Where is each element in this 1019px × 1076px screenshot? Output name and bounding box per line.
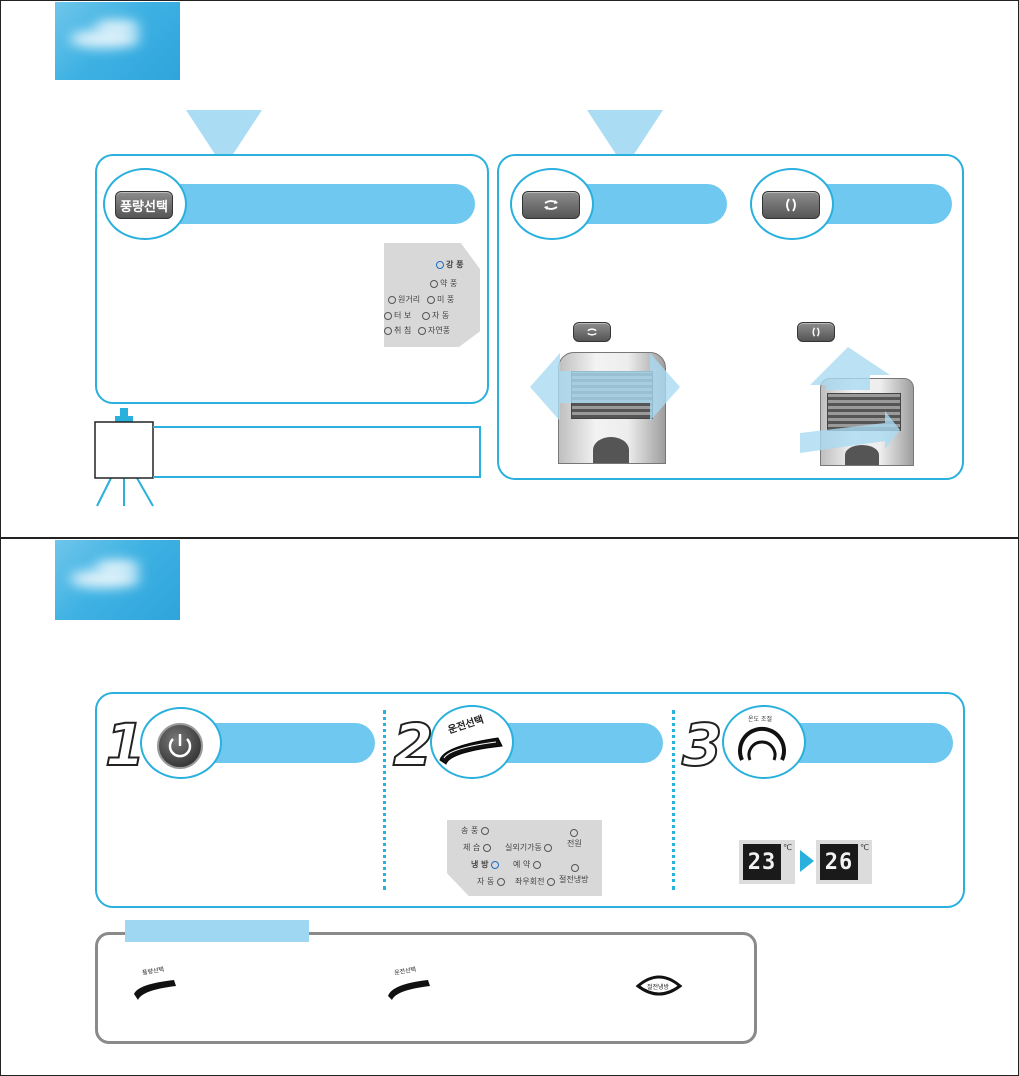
- fan-speed-panel: 강 풍 약 풍 원거리 미 풍 터 보 자 동 취 침 자연풍: [384, 243, 480, 347]
- fan-speed-small-button[interactable]: [130, 972, 180, 1000]
- swing-ud-icon-small: [812, 327, 820, 337]
- temp-display-to: 26 ℃: [816, 840, 872, 884]
- energy-saving-small-label: 절전냉방: [647, 984, 670, 991]
- temp-from-unit: ℃: [783, 843, 792, 852]
- temperature-dial-icon[interactable]: [732, 716, 792, 766]
- dial-label: 온도 조절: [748, 716, 772, 723]
- swing-ud-button[interactable]: [762, 191, 820, 219]
- temp-to-value: 26: [820, 844, 858, 880]
- fan-speed-header: [150, 184, 475, 224]
- temp-from-value: 23: [743, 844, 781, 880]
- energy-saving-small-button[interactable]: [634, 970, 684, 1000]
- tips-box: [95, 932, 757, 1044]
- swing-lr-icon: [544, 200, 558, 210]
- swing-lr-button-small[interactable]: [573, 322, 611, 342]
- mode-panel: 송 풍 제 습 실외기가동 전원 냉 방 예 약 자 동 좌우회전 절전냉방: [447, 820, 602, 896]
- power-icon: [168, 734, 192, 758]
- temp-to-unit: ℃: [860, 843, 869, 852]
- tips-title-bar: [125, 920, 309, 942]
- mode-small-button[interactable]: [384, 972, 434, 1000]
- swing-ud-icon: [786, 198, 796, 212]
- aircon-unit-right: [820, 378, 914, 466]
- sky-image-bottom: [55, 540, 180, 620]
- step-divider-1: [383, 710, 386, 890]
- power-button[interactable]: [157, 723, 203, 769]
- temp-change-arrow: [800, 850, 814, 872]
- step-divider-2: [672, 710, 675, 890]
- step1-number: 1: [104, 711, 146, 779]
- sky-image-top: [55, 2, 180, 80]
- fan-speed-button[interactable]: 풍량선택: [115, 191, 173, 219]
- step3-number: 3: [681, 711, 723, 779]
- swing-lr-icon-small: [587, 328, 597, 336]
- swing-lr-button[interactable]: [522, 191, 580, 219]
- note-box: [153, 426, 481, 478]
- temp-display-from: 23 ℃: [739, 840, 795, 884]
- up-down-airflow-arrow: [800, 347, 900, 453]
- step2-number: 2: [392, 711, 434, 779]
- swing-ud-button-small[interactable]: [797, 322, 835, 342]
- easel-icon: [85, 408, 165, 508]
- mode-select-button[interactable]: [436, 720, 506, 765]
- left-right-airflow-arrow: [530, 353, 680, 421]
